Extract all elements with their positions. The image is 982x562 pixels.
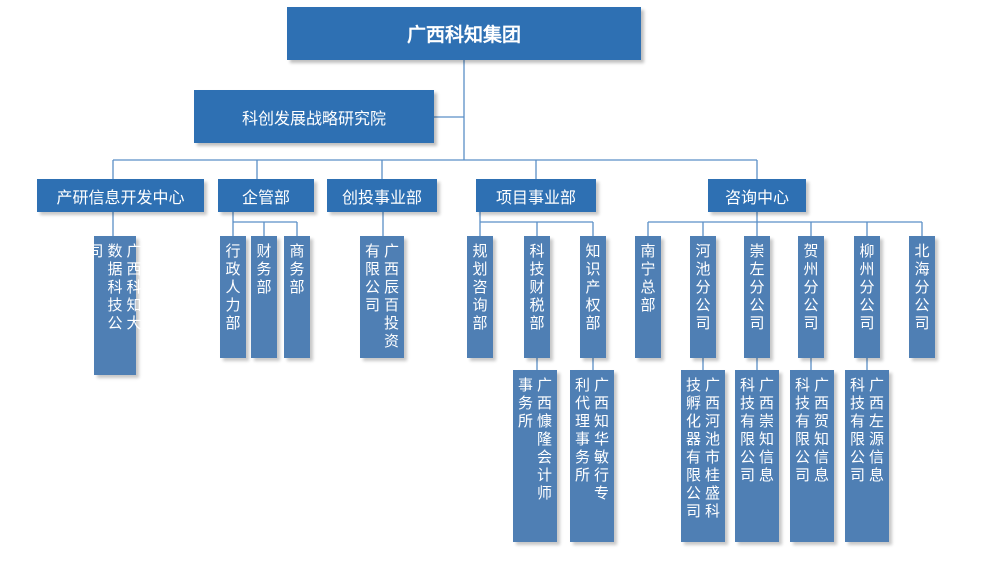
unit-label: 商务部 [288,242,306,296]
text-column: 南宁总部 [640,242,656,314]
subsidiary-label: 广西左源信息科技有限公司 [849,376,886,484]
subsidiary-node: 广西河池市桂盛科技孵化器有限公司 [681,370,725,542]
unit-node: 南宁总部 [635,236,661,358]
text-column: 柳州分公司 [859,242,875,332]
subsidiary-label: 广西崇知信息科技有限公司 [739,376,776,484]
unit-label: 广西科知大数据科技公司 [87,242,143,332]
unit-label: 行政人力部 [224,242,242,332]
unit-node: 广西科知大数据科技公司 [88,236,142,375]
text-column: 崇左分公司 [749,242,765,332]
unit-node: 崇左分公司 [744,236,770,358]
unit-label: 贺州分公司 [802,242,820,332]
unit-label: 崇左分公司 [748,242,766,332]
institute-node: 科创发展战略研究院 [194,90,434,143]
unit-label: 广西辰百投资有限公司 [364,242,401,350]
subsidiary-node: 广西知华敏行专利代理事务所 [570,370,614,542]
text-column: 广西知华敏行专 [593,376,609,502]
unit-node: 规划咨询部 [467,236,493,358]
unit-node: 财务部 [251,236,277,358]
unit-node: 行政人力部 [220,236,246,358]
subsidiary-label: 广西慷隆会计师事务所 [517,376,554,502]
unit-label: 南宁总部 [639,242,657,314]
subsidiary-label: 广西河池市桂盛科技孵化器有限公司 [685,376,722,520]
text-column: 科技有限公司 [849,376,865,484]
dept-management-label: 企管部 [241,187,290,207]
subsidiary-node: 广西崇知信息科技有限公司 [735,370,779,542]
unit-node: 贺州分公司 [798,236,824,358]
dept-venture-label: 创投事业部 [341,187,422,207]
text-column: 广西左源信息 [868,376,884,484]
text-column: 广西崇知信息 [758,376,774,484]
unit-label: 规划咨询部 [471,242,489,332]
unit-node: 科技财税部 [524,236,550,358]
text-column: 规划咨询部 [472,242,488,332]
unit-node: 广西辰百投资有限公司 [360,236,404,358]
text-column: 利代理事务所 [574,376,590,484]
text-column: 广西科知大 [126,242,142,332]
text-column: 科技有限公司 [739,376,755,484]
dept-projects: 项目事业部 [476,179,596,212]
root-node: 广西科知集团 [287,7,641,60]
text-column: 河池分公司 [695,242,711,332]
unit-node: 河池分公司 [690,236,716,358]
subsidiary-label: 广西知华敏行专利代理事务所 [574,376,611,502]
unit-label: 河池分公司 [694,242,712,332]
subsidiary-node: 广西慷隆会计师事务所 [513,370,557,542]
root-label: 广西科知集团 [406,24,521,46]
unit-node: 知识产权部 [580,236,606,358]
institute-label: 科创发展战略研究院 [241,108,386,128]
dept-research-label: 产研信息开发中心 [56,187,185,207]
text-column: 贺州分公司 [803,242,819,332]
text-column: 知识产权部 [585,242,601,332]
text-column: 北海分公司 [914,242,930,332]
text-column: 行政人力部 [225,242,241,332]
unit-node: 北海分公司 [909,236,935,358]
text-column: 科技财税部 [529,242,545,332]
dept-research: 产研信息开发中心 [37,179,204,212]
unit-label: 北海分公司 [913,242,931,332]
dept-venture: 创投事业部 [327,179,437,212]
text-column: 广西慷隆会计师 [536,376,552,502]
unit-node: 商务部 [284,236,310,358]
text-column: 司 [88,242,104,260]
dept-management: 企管部 [218,179,314,212]
unit-label: 财务部 [255,242,273,296]
dept-consulting: 咨询中心 [708,179,806,212]
text-column: 技孵化器有限公司 [685,376,701,520]
text-column: 数据科技公 [107,242,123,332]
text-column: 财务部 [256,242,272,296]
text-column: 有限公司 [364,242,380,314]
subsidiary-node: 广西贺知信息科技有限公司 [790,370,834,542]
text-column: 科技有限公司 [794,376,810,484]
unit-label: 科技财税部 [528,242,546,332]
text-column: 广西河池市桂盛科 [704,376,720,520]
unit-label: 知识产权部 [584,242,602,332]
subsidiary-label: 广西贺知信息科技有限公司 [794,376,831,484]
unit-label: 柳州分公司 [858,242,876,332]
dept-projects-label: 项目事业部 [495,187,576,207]
text-column: 广西辰百投资 [383,242,399,350]
unit-node: 柳州分公司 [854,236,880,358]
subsidiary-node: 广西左源信息科技有限公司 [845,370,889,542]
text-column: 商务部 [289,242,305,296]
text-column: 事务所 [517,376,533,430]
text-column: 广西贺知信息 [813,376,829,484]
dept-consulting-label: 咨询中心 [724,187,789,207]
